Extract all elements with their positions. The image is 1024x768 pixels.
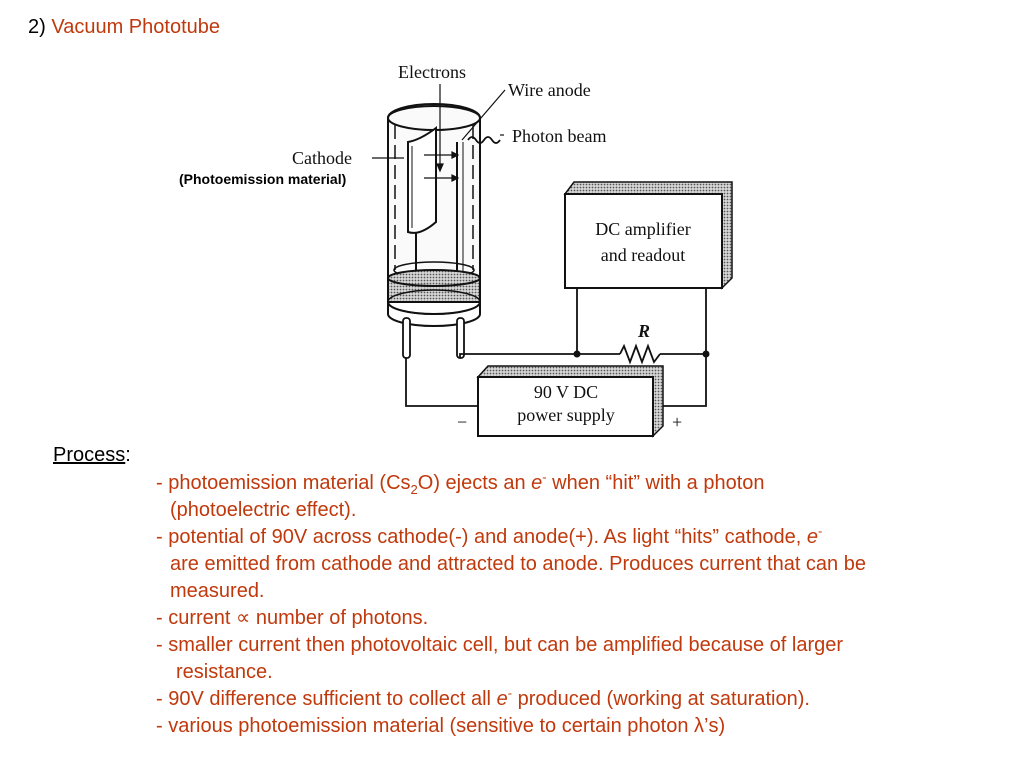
- electron-arrows: [424, 84, 460, 182]
- superscript: -: [542, 469, 547, 485]
- label-photon-beam: Photon beam: [512, 126, 607, 146]
- photon-beam-wave: [467, 136, 501, 144]
- tube-pins: [402, 317, 465, 359]
- electron-symbol: e: [496, 688, 508, 710]
- text-segment: when “hit” with a photon: [546, 472, 765, 494]
- junction-node: [573, 350, 581, 358]
- process-line-3: - potential of 90V across cathode(-) and…: [156, 523, 823, 549]
- text-segment: - various photoemission material (sensit…: [156, 715, 695, 737]
- superscript: -: [818, 523, 823, 539]
- cathode-element: [407, 126, 437, 272]
- process-line-5: measured.: [170, 579, 265, 603]
- label-power-supply-line2: power supply: [517, 405, 615, 425]
- process-line-6: - current ∝ number of photons.: [156, 606, 428, 630]
- label-cathode: Cathode: [292, 148, 352, 168]
- junction-node: [702, 350, 710, 358]
- process-line-2: (photoelectric effect).: [170, 498, 356, 522]
- superscript: -: [507, 685, 513, 701]
- subscript: 2: [410, 482, 418, 497]
- process-line-4: are emitted from cathode and attracted t…: [170, 552, 866, 576]
- text-segment: resistance.: [176, 661, 273, 683]
- label-electrons: Electrons: [398, 62, 466, 82]
- text-segment: ’s): [704, 715, 726, 737]
- label-power-supply-line1: 90 V DC: [534, 382, 598, 402]
- text-segment: - 90V difference sufficient to collect a…: [156, 688, 497, 710]
- text-segment: - smaller current then photovoltaic cell…: [156, 634, 844, 656]
- text-segment: - photoemission material (Cs: [156, 472, 411, 494]
- label-amplifier-line2: and readout: [601, 245, 685, 265]
- resistor: [619, 343, 661, 365]
- process-line-9: - 90V difference sufficient to collect a…: [156, 685, 810, 711]
- process-label: Process: [53, 444, 126, 466]
- dc-amplifier-box: [563, 181, 733, 290]
- text-segment: O) ejects an: [417, 472, 532, 494]
- text-segment: - potential of 90V across cathode(-) and…: [156, 526, 807, 548]
- wire-anode: [456, 142, 464, 272]
- process-line-8: resistance.: [176, 660, 273, 684]
- electron-symbol: e: [531, 472, 543, 494]
- power-supply-box: [476, 365, 664, 438]
- leader-lines: [372, 89, 506, 159]
- text-segment: produced (working at saturation).: [512, 688, 810, 710]
- lambda-symbol: λ: [694, 715, 705, 737]
- process-heading: Process:: [53, 444, 131, 467]
- process-line-1: - photoemission material (Cs2O) ejects a…: [156, 469, 765, 497]
- label-resistor: R: [637, 321, 650, 341]
- label-minus: −: [457, 412, 467, 432]
- label-photoemission-material: (Photoemission material): [179, 171, 346, 187]
- label-amplifier-line1: DC amplifier: [595, 219, 690, 239]
- text-segment: - current: [156, 607, 237, 629]
- text-segment: measured.: [170, 580, 265, 602]
- electron-symbol: e: [806, 526, 819, 548]
- text-segment: number of photons.: [250, 607, 429, 629]
- label-plus: +: [672, 412, 682, 432]
- label-wire-anode: Wire anode: [508, 80, 591, 100]
- heading-number: 2): [28, 16, 46, 38]
- process-colon: :: [125, 444, 131, 466]
- proportional-symbol: ∝: [236, 607, 251, 629]
- process-line-10: - various photoemission material (sensit…: [156, 714, 725, 738]
- slide-heading: 2) Vacuum Phototube: [28, 16, 220, 39]
- process-line-7: - smaller current then photovoltaic cell…: [156, 633, 843, 657]
- text-segment: (photoelectric effect).: [170, 499, 357, 521]
- text-segment: are emitted from cathode and attracted t…: [170, 553, 866, 575]
- circuit-wires: [405, 288, 707, 407]
- phototube-diagram: Electrons Wire anode Photon beam Cathode…: [179, 62, 733, 438]
- tube-base: [387, 269, 481, 327]
- heading-title: Vacuum Phototube: [51, 16, 220, 38]
